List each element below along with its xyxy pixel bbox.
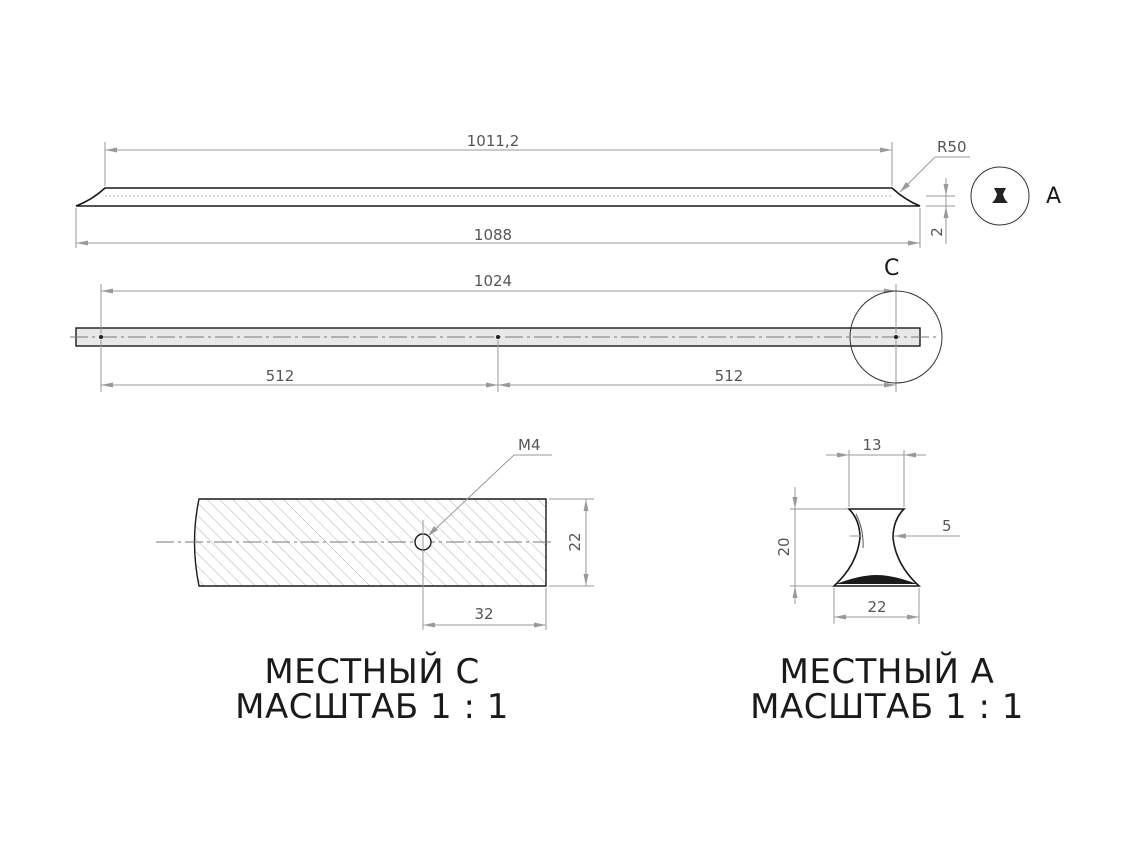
detail-a-profile (831, 508, 922, 587)
dim-512-left: 512 (266, 367, 295, 385)
dim-1088: 1088 (474, 226, 512, 244)
dim-a-22: 22 (867, 598, 886, 616)
dim-c-32: 32 (474, 605, 493, 623)
detail-a: 13 5 20 22 МЕСТНЫЙ А МАСШТАБ 1 : 1 (750, 436, 1024, 727)
detail-a-callout-profile (992, 188, 1008, 203)
hole-left (99, 335, 103, 339)
dim-c-22: 22 (566, 532, 584, 551)
leader-m4 (427, 454, 515, 537)
dim-a-13: 13 (862, 436, 881, 454)
dim-1011: 1011,2 (467, 132, 520, 150)
side-view: 1011,2 R50 1088 2 A (75, 132, 1061, 248)
detail-c-label: C (884, 256, 899, 281)
dim-m4: M4 (518, 436, 541, 454)
detail-c: M4 22 32 МЕСТНЫЙ C МАСШТАБ 1 : 1 (156, 436, 594, 727)
hole-middle (496, 335, 500, 339)
detail-c-scale: МАСШТАБ 1 : 1 (235, 687, 509, 727)
dim-1024: 1024 (474, 272, 512, 290)
dim-a-20: 20 (775, 537, 793, 556)
dim-r50: R50 (937, 138, 967, 156)
handle-side-outline (75, 187, 921, 207)
detail-a-label: A (1046, 184, 1061, 209)
detail-a-callout-circle (970, 166, 1030, 226)
hole-right (894, 335, 898, 339)
dim-512-right: 512 (715, 367, 744, 385)
detail-c-section (193, 498, 547, 587)
detail-c-title: МЕСТНЫЙ C (264, 651, 479, 692)
detail-a-scale: МАСШТАБ 1 : 1 (750, 687, 1024, 727)
detail-a-title: МЕСТНЫЙ А (780, 651, 995, 692)
detail-a-base-fill (836, 575, 917, 584)
dim-a-5: 5 (942, 517, 952, 535)
bottom-view: 1024 512 512 C (70, 256, 943, 392)
dim-2: 2 (928, 227, 946, 237)
detail-c-callout-circle (849, 290, 943, 384)
